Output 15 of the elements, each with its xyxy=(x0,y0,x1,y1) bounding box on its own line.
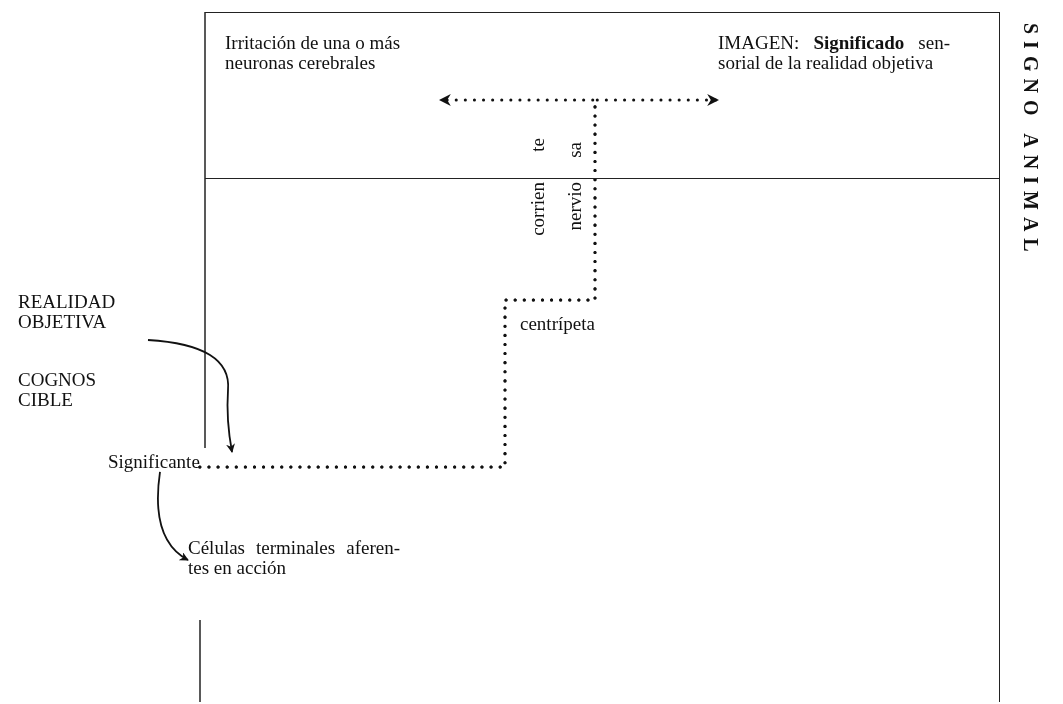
node-text: COGNOS CIBLE xyxy=(18,369,98,410)
node-text: Irritación de una o más neuronas cerebrales xyxy=(225,33,402,73)
label-text: centrípeta xyxy=(520,314,595,333)
label-text: corrien xyxy=(528,182,547,236)
node-text: IMAGEN: Significado sen- sorial de la realidad objetiva xyxy=(718,33,950,73)
curved-arrow xyxy=(157,471,189,561)
label-text: sa xyxy=(565,142,584,158)
label-text: te xyxy=(528,138,547,152)
label-text: nervio xyxy=(565,182,584,231)
curved-arrow xyxy=(147,339,235,453)
side-heading: SIGNO ANIMAL xyxy=(1020,23,1041,259)
node-text: REALIDAD OBJETIVA xyxy=(18,292,117,332)
node-text: Células terminales aferen- tes en acción xyxy=(188,538,400,578)
dotted-arrow xyxy=(198,94,720,469)
node-text: Significante xyxy=(108,452,200,472)
